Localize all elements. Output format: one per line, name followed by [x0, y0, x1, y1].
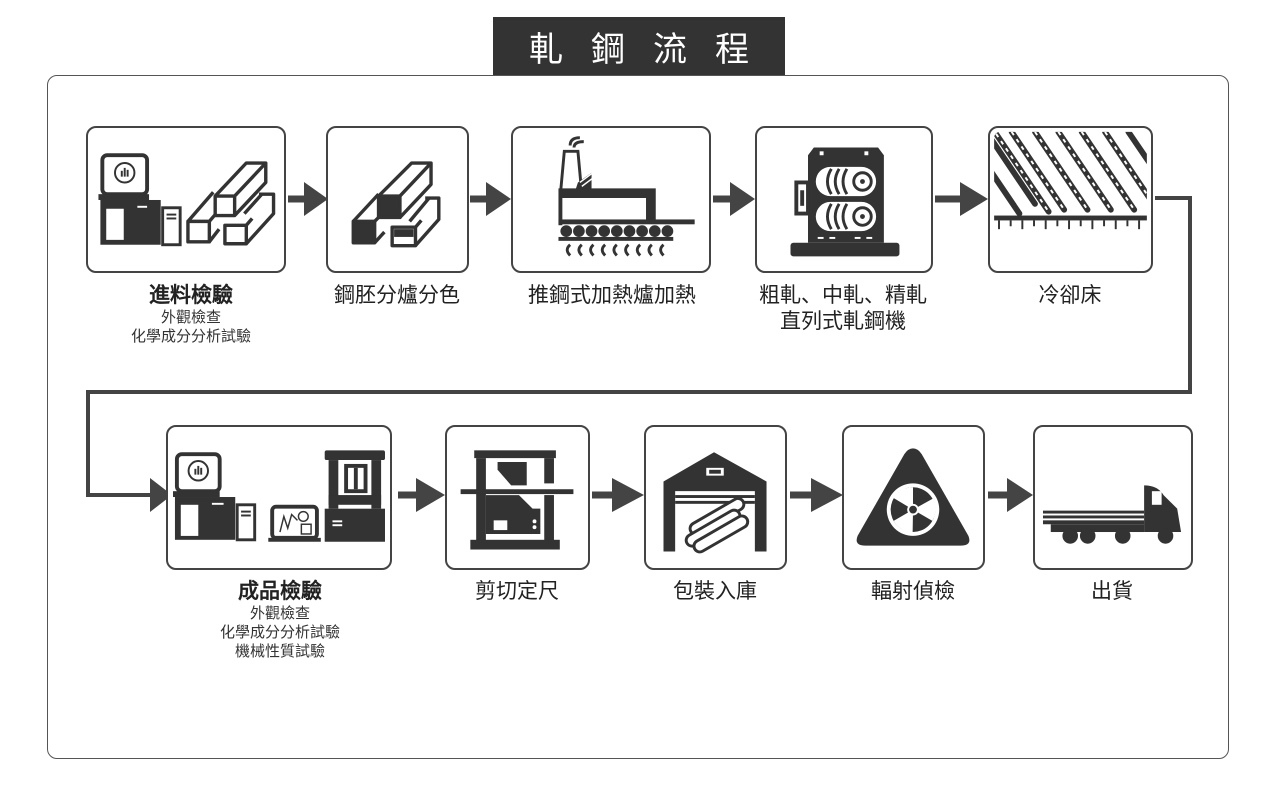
step-label: 冷卻床	[1039, 282, 1102, 308]
step-cooling-bed	[988, 126, 1153, 273]
step-packing-warehouse	[644, 425, 787, 570]
step-reheating-furnace	[511, 126, 711, 273]
step-title: 推鋼式加熱爐加熱	[528, 283, 696, 307]
step-label: 成品檢驗 外觀檢查 化學成分分析試驗 機械性質試驗	[220, 578, 340, 661]
diagram-frame	[47, 75, 1229, 759]
page-title: 軋 鋼 流 程	[493, 17, 785, 75]
computer-and-testing-machine-icon	[173, 450, 385, 542]
step-label: 鋼胚分爐分色	[334, 282, 460, 308]
title-char: 鋼	[591, 29, 625, 70]
step-detail: 外觀檢查	[249, 604, 311, 622]
step-shipping	[1033, 425, 1193, 570]
reheating-furnace-icon	[558, 136, 695, 257]
step-rolling-mill	[755, 126, 933, 273]
step-radiation-detection	[842, 425, 985, 570]
step-billet-sorting	[326, 126, 469, 273]
step-title-line2: 直列式軋鋼機	[780, 309, 906, 333]
radiation-warning-icon	[856, 448, 970, 546]
step-product-inspection	[166, 425, 392, 570]
step-label: 出貨	[1091, 578, 1133, 604]
cooling-bed-icon	[994, 131, 1147, 230]
step-title: 冷卻床	[1038, 283, 1102, 307]
title-char: 流	[653, 29, 687, 70]
step-title: 輻射偵檢	[871, 579, 955, 603]
step-label: 輻射偵檢	[871, 578, 955, 604]
step-title: 進料檢驗	[148, 282, 233, 307]
step-detail: 化學成分分析試驗	[219, 623, 341, 641]
rolling-mill-icon	[790, 147, 900, 257]
step-detail: 外觀檢查	[160, 308, 222, 326]
steel-billets-icon	[351, 161, 441, 248]
step-label: 推鋼式加熱爐加熱	[528, 282, 696, 308]
step-label: 粗軋、中軋、精軋 直列式軋鋼機	[759, 282, 927, 334]
title-char: 程	[715, 29, 749, 70]
warehouse-icon	[663, 452, 767, 554]
step-label: 進料檢驗 外觀檢查 化學成分分析試驗	[131, 282, 251, 346]
title-char: 軋	[529, 29, 563, 70]
step-title: 包裝入庫	[673, 579, 757, 603]
shear-machine-icon	[460, 450, 574, 550]
step-title: 粗軋、中軋、精軋	[759, 283, 927, 307]
step-title: 成品檢驗	[237, 578, 322, 603]
step-label: 剪切定尺	[475, 578, 559, 604]
step-detail: 化學成分分析試驗	[130, 327, 252, 345]
computer-and-steel-billets-icon	[98, 153, 276, 247]
step-title: 鋼胚分爐分色	[334, 283, 460, 307]
step-title: 出貨	[1091, 579, 1133, 603]
step-label: 包裝入庫	[673, 578, 757, 604]
truck-icon	[1042, 485, 1182, 544]
step-title: 剪切定尺	[475, 579, 559, 603]
step-shear-cutting	[445, 425, 590, 570]
step-incoming-inspection	[86, 126, 286, 273]
step-detail: 機械性質試驗	[234, 642, 326, 660]
